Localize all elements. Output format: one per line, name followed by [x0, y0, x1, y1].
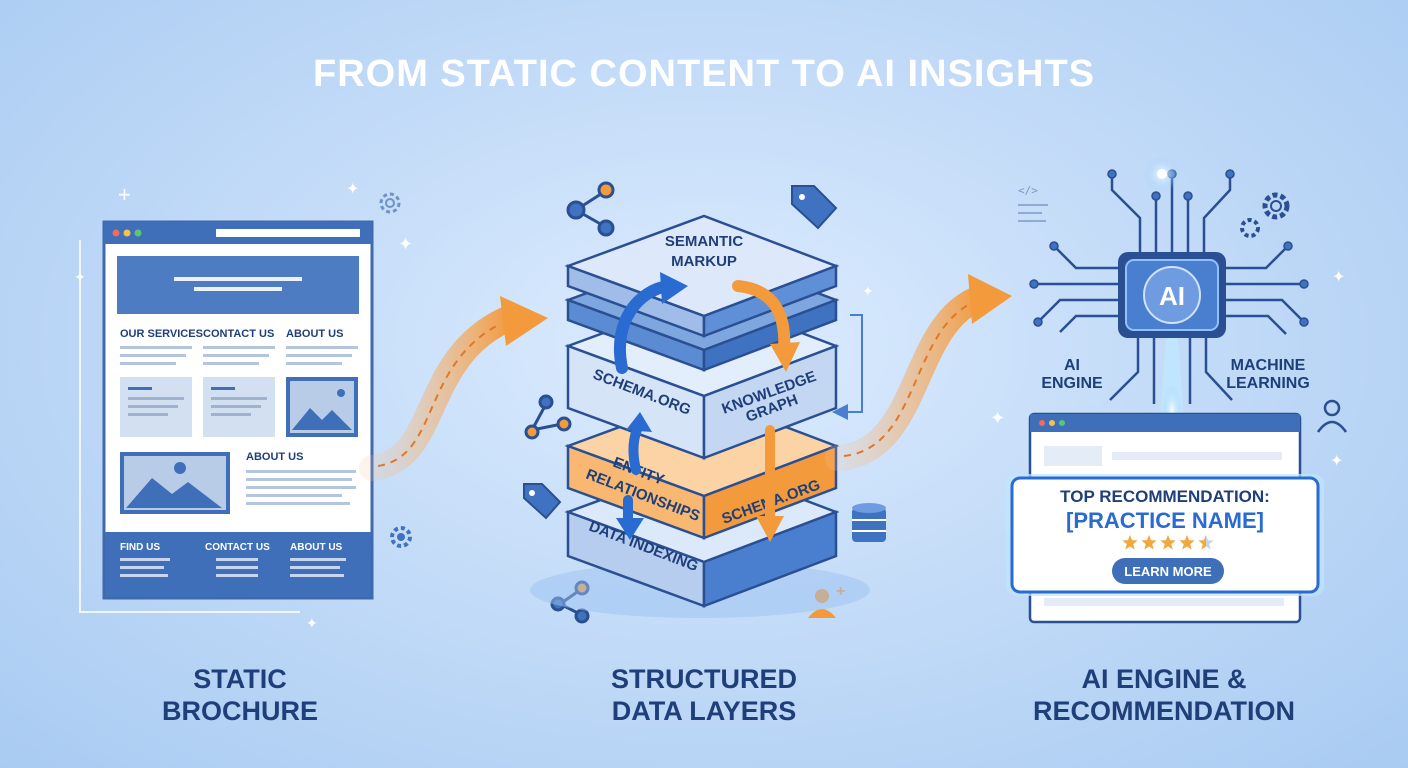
practice-name: [PRACTICE NAME] — [1066, 508, 1264, 533]
flow-arrow-2 — [825, 274, 1012, 471]
static-brochure-panel: + ✦ ✦ ✦ ✦ OUR SERVICES CONTACT US ABOUT … — [74, 181, 413, 726]
nav-contact-us: CONTACT US — [203, 328, 274, 340]
ai-chip-label: AI — [1159, 281, 1185, 311]
recommendation-title: TOP RECOMMENDATION: — [1060, 487, 1270, 506]
sparkle-icon: ✦ — [1330, 453, 1343, 470]
ai-engine-panel: </> ✦ ✦ ✦ — [990, 156, 1348, 726]
star-filled — [1179, 535, 1195, 550]
machine-learning-line2: LEARNING — [1226, 375, 1310, 392]
sparkle-icon: ✦ — [346, 181, 359, 198]
gear-icon — [390, 526, 412, 548]
about-us-heading: ABOUT US — [246, 451, 303, 463]
gear-icon — [1262, 192, 1290, 220]
brain-icon — [1143, 266, 1201, 324]
code-icon: </> — [1018, 184, 1038, 197]
user-icon — [1316, 399, 1348, 433]
share-network-icon — [524, 394, 572, 440]
tag-icon — [791, 185, 838, 230]
star-filled — [1122, 535, 1138, 550]
sparkle-icon: ✦ — [306, 615, 318, 631]
tag-icon — [523, 483, 562, 520]
nav-our-services: OUR SERVICES — [120, 328, 203, 340]
nav-about-us: ABOUT US — [286, 328, 343, 340]
layer-semantic-line1: SEMANTIC — [665, 233, 744, 250]
gear-icon — [379, 192, 401, 214]
caption-layers-line1: STRUCTURED — [611, 664, 797, 694]
star-filled — [1160, 535, 1176, 550]
brochure-footer — [105, 532, 371, 597]
ai-engine-line2: ENGINE — [1041, 375, 1103, 392]
hero-banner — [117, 256, 359, 314]
gear-icon — [1240, 218, 1260, 238]
sparkle-icon: ✦ — [990, 408, 1005, 428]
share-network-icon — [566, 181, 615, 237]
rating-stars — [1122, 535, 1214, 550]
star-filled — [1141, 535, 1157, 550]
caption-static-line1: STATIC — [193, 664, 287, 694]
caption-ai-line1: AI ENGINE & — [1081, 664, 1246, 694]
data-layers-panel: + ✦ DATA INDEXING ENTITY RELATIONSHIPS S… — [523, 181, 886, 726]
caption-static-line2: BROCHURE — [162, 696, 318, 726]
main-title: FROM STATIC CONTENT TO AI INSIGHTS — [313, 53, 1095, 95]
ai-engine-line1: AI — [1064, 357, 1080, 374]
recommendation-card — [1010, 476, 1320, 594]
caption-ai-line2: RECOMMENDATION — [1033, 696, 1295, 726]
machine-learning-line1: MACHINE — [1231, 357, 1306, 374]
address-bar — [216, 229, 360, 237]
learn-more-button[interactable] — [1112, 558, 1224, 584]
sparkle-icon: ✦ — [1332, 269, 1345, 286]
star-filled — [1198, 535, 1206, 550]
sparkle-icon: ✦ — [862, 283, 874, 299]
sparkle-icon: + — [118, 182, 131, 207]
footer-find-us: FIND US — [120, 542, 160, 553]
database-icon — [852, 503, 886, 542]
sparkle-icon: ✦ — [398, 234, 413, 254]
layer-semantic-line2: MARKUP — [671, 253, 737, 270]
flow-arrow-1 — [359, 296, 548, 481]
caption-layers-line2: DATA LAYERS — [612, 696, 797, 726]
learn-more-label: LEARN MORE — [1124, 564, 1212, 579]
footer-contact-us: CONTACT US — [205, 542, 270, 553]
footer-about-us: ABOUT US — [290, 542, 343, 553]
